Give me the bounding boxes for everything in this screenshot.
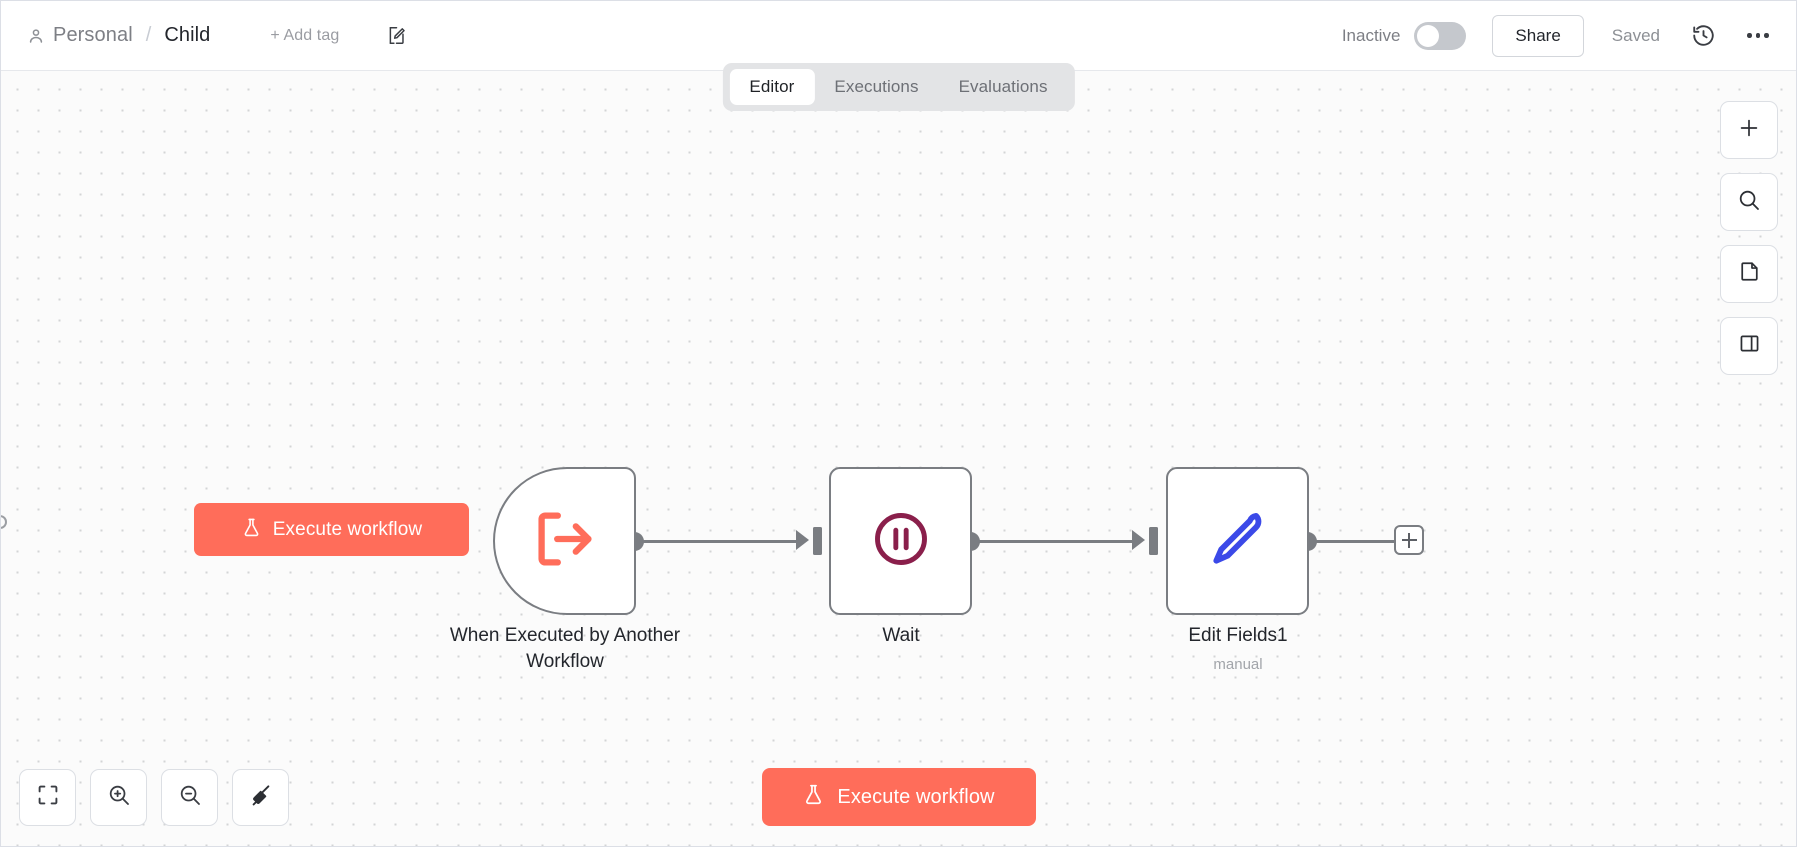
broom-icon xyxy=(248,783,273,813)
side-panel-icon xyxy=(1738,332,1761,360)
connection-set-to-endpoint[interactable] xyxy=(1314,539,1396,543)
edit-note-icon[interactable] xyxy=(385,25,407,47)
zoom-out-button[interactable] xyxy=(161,769,218,826)
sticky-note-icon xyxy=(1738,260,1761,288)
save-status-label: Saved xyxy=(1611,25,1660,45)
breadcrumb-separator: / xyxy=(145,24,152,46)
tab-editor[interactable]: Editor xyxy=(729,69,815,105)
history-clock-icon[interactable] xyxy=(1690,23,1716,49)
breadcrumb: Personal / Child + Add tag xyxy=(27,24,407,47)
add-node-button[interactable] xyxy=(1720,101,1778,159)
node-edit-fields1[interactable] xyxy=(1166,467,1309,615)
node-wait[interactable] xyxy=(829,467,972,615)
dot xyxy=(1747,33,1752,38)
activation-toggle[interactable] xyxy=(1414,21,1467,50)
dot xyxy=(1764,33,1769,38)
connection-trigger-to-wait[interactable] xyxy=(641,539,804,543)
search-nodes-button[interactable] xyxy=(1720,173,1778,231)
node-label-edit-fields1: Edit Fields1 xyxy=(1188,625,1288,646)
activation-status-label: Inactive xyxy=(1341,25,1401,45)
canvas-right-toolbar xyxy=(1720,101,1778,375)
zoom-to-fit-button[interactable] xyxy=(19,769,76,826)
plus-icon xyxy=(1737,116,1761,145)
workflow-name[interactable]: Child xyxy=(164,24,211,46)
pen-icon xyxy=(1205,506,1271,577)
ellipsis-icon[interactable] xyxy=(1744,23,1772,49)
wait-input-port[interactable] xyxy=(813,527,822,555)
flask-icon xyxy=(802,783,825,811)
share-button[interactable]: Share xyxy=(1492,14,1584,57)
set-input-port[interactable] xyxy=(1149,527,1158,555)
add-tag-button[interactable]: + Add tag xyxy=(270,26,340,44)
person-icon xyxy=(27,27,45,45)
execute-workflow-button[interactable]: Execute workflow xyxy=(761,768,1036,826)
add-sticky-note-button[interactable] xyxy=(1720,245,1778,303)
zoom-out-icon xyxy=(178,783,202,812)
pause-circle-icon xyxy=(870,508,932,575)
wait-input-arrow xyxy=(796,530,809,550)
canvas-view-controls xyxy=(19,769,289,826)
execute-workflow-label: Execute workflow xyxy=(837,785,995,808)
node-subtitle-edit-fields1: manual xyxy=(1213,656,1263,673)
header-actions: Inactive Share Saved xyxy=(1341,14,1772,57)
search-icon xyxy=(1737,188,1761,217)
zoom-in-icon xyxy=(107,783,131,812)
connection-wait-to-set[interactable] xyxy=(977,539,1140,543)
node-when-executed-by-another-workflow[interactable] xyxy=(493,467,636,615)
tab-executions[interactable]: Executions xyxy=(834,77,919,96)
execute-workflow-trigger-button[interactable]: Execute workflow xyxy=(194,503,469,556)
execute-workflow-trigger-icon xyxy=(529,503,601,580)
node-label-trigger: When Executed by Another Workflow xyxy=(449,625,681,673)
offscreen-node-endpoint xyxy=(1,515,7,529)
set-input-arrow xyxy=(1132,530,1145,550)
workflow-tabs: Editor Executions Evaluations xyxy=(722,63,1075,111)
app-header: Personal / Child + Add tag Inactive Shar… xyxy=(1,1,1796,71)
fit-view-icon xyxy=(36,783,60,812)
node-label-wait: Wait xyxy=(882,625,920,646)
breadcrumb-owner[interactable]: Personal xyxy=(53,24,133,46)
toggle-knob xyxy=(1417,24,1440,47)
dot xyxy=(1755,33,1761,38)
tab-evaluations[interactable]: Evaluations xyxy=(958,77,1048,96)
add-next-node-button[interactable] xyxy=(1394,525,1424,555)
workflow-canvas[interactable]: Execute workflow When Executed by Ano xyxy=(1,71,1796,846)
execute-workflow-trigger-label: Execute workflow xyxy=(272,518,423,540)
toggle-logs-panel-button[interactable] xyxy=(1720,317,1778,375)
tidy-up-button[interactable] xyxy=(232,769,289,826)
zoom-in-button[interactable] xyxy=(90,769,147,826)
flask-icon xyxy=(241,517,262,543)
